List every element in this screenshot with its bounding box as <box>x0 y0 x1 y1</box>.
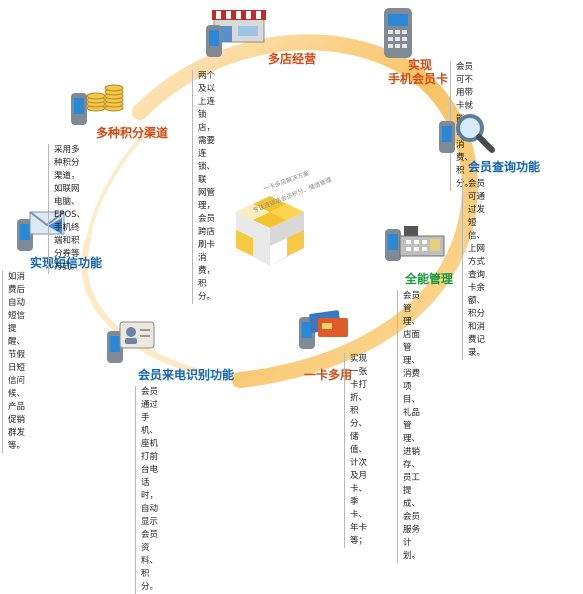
full-management-desc: 会员管理、店面管理、消费项目、礼品 管理、进销存、员工提成、会员服务计划。 <box>397 290 420 563</box>
phone-icon <box>206 25 222 57</box>
phone-card-title-line2: 手机会员卡 <box>388 72 449 86</box>
phone-icon <box>385 229 401 261</box>
points-desc: 采用多种积分渠道，如联网电脑、 EPOS、手机终端和积分券等方式。 <box>48 144 85 274</box>
multi-store-title: 多店经营 <box>268 52 317 66</box>
orbit-ring <box>81 34 478 388</box>
contact-card-icon <box>119 321 155 349</box>
points-title: 多种积分渠道 <box>96 126 169 140</box>
storefront-icon <box>212 10 266 43</box>
phone-icon <box>17 219 33 251</box>
magnifier-icon <box>456 114 495 153</box>
member-query-title: 会员查询功能 <box>468 160 541 174</box>
coins-icon <box>86 84 124 112</box>
center-cube-icon <box>236 196 304 266</box>
phone-icon <box>71 93 87 125</box>
one-card-desc: 实现一张卡打折、积分、储值、 计次及月卡、季卡、年卡等； <box>344 353 367 548</box>
full-management-title: 全能管理 <box>405 272 454 286</box>
cash-register-icon <box>399 226 445 257</box>
caller-id-title: 会员来电识别功能 <box>138 368 235 382</box>
phone-icon <box>107 331 123 363</box>
cards-icon <box>309 310 348 337</box>
diagram-canvas: 一卡多店解决方案 专注连锁店会员积分、储值管理 多店经营 两个及以上连锁店，需要… <box>2 8 541 594</box>
phone-card-title-line1: 实现 <box>408 58 433 72</box>
phone-icon <box>439 121 455 153</box>
one-card-title: 一卡多用 <box>304 368 353 382</box>
caller-id-desc: 会员通过手机、座机打前台电话 时，自动显示会员资料、积分。 <box>135 386 158 594</box>
envelope-icon <box>29 211 65 235</box>
member-query-desc: 会员可通过发短信、上网方式 查询卡余额、积分和消费记录。 <box>462 178 485 360</box>
multi-store-desc: 两个及以上连锁店，需要连锁、联 网管理，会员跨店刷卡消费，积分。 <box>192 70 215 304</box>
phone-keypad-icon <box>384 8 412 58</box>
sms-desc: 如消费后自动短信提醒、节假 日短信问候、产品促销群发等。 <box>2 271 25 453</box>
